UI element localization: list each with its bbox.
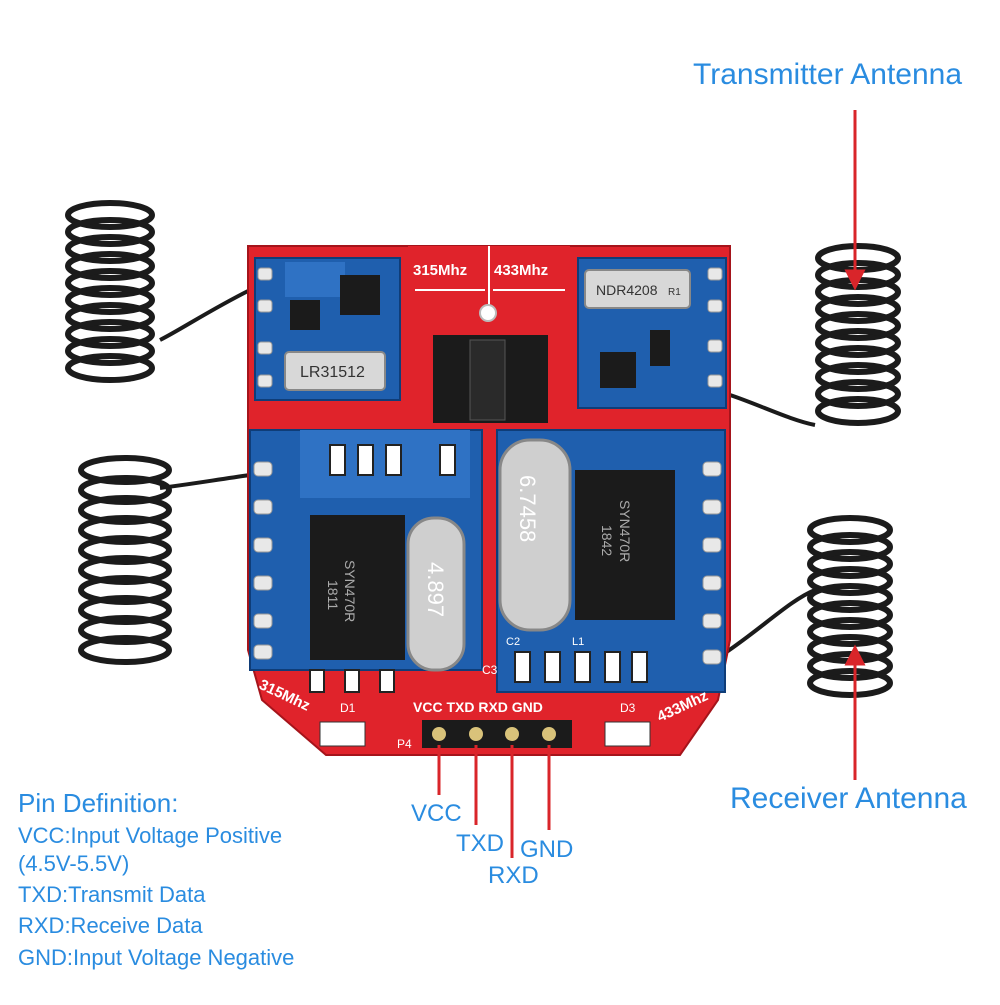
header-pin-marking: VCC TXD RXD GND xyxy=(413,699,543,715)
antenna-coil-mid-left xyxy=(78,455,251,665)
pin-definition-line: GND:Input Voltage Negative xyxy=(18,945,295,970)
transmitter-module-left: LR31512 xyxy=(254,257,401,401)
decoder-module-right: 6.7458 SYN470R 1842 C2 L1 xyxy=(496,429,726,693)
pin-leader-lines xyxy=(437,745,551,858)
pin-definition-heading: Pin Definition: xyxy=(18,788,179,818)
antenna-coil-top-left xyxy=(65,200,251,383)
receiver-module-right: NDR4208 R1 xyxy=(577,257,727,409)
pin-definition-line: TXD:Transmit Data xyxy=(18,882,206,907)
pin-definition-line: VCC:Input Voltage Positive xyxy=(18,823,283,848)
decoder-module-left: SYN470R 1811 4.897 xyxy=(249,429,483,693)
antenna-coil-top-right xyxy=(729,243,901,427)
l1-marking: L1 xyxy=(572,636,584,648)
c2-marking: C2 xyxy=(506,636,520,648)
c3-marking: C3 xyxy=(482,663,498,677)
antenna-coil-bottom-right xyxy=(720,515,893,698)
led-d3 xyxy=(604,721,651,747)
d1-marking: D1 xyxy=(340,701,356,715)
d3-marking: D3 xyxy=(620,701,636,715)
p4-marking: P4 xyxy=(397,737,412,751)
receiver-antenna-label: Receiver Antenna xyxy=(730,782,967,815)
right-resonator-suffix: R1 xyxy=(668,287,681,298)
pin-label-rxd: RXD xyxy=(488,862,539,889)
freq-label-left: 315Mhz xyxy=(413,262,467,279)
pin-header xyxy=(422,720,572,748)
right-chip-code: 1842 xyxy=(599,525,615,556)
left-resonator-label: LR31512 xyxy=(300,364,365,381)
left-chip-code: 1811 xyxy=(325,580,341,610)
right-resonator-label: NDR4208 xyxy=(596,282,658,298)
freq-label-right: 433Mhz xyxy=(494,262,548,279)
transmitter-antenna-label: Transmitter Antenna xyxy=(693,58,963,91)
right-chip-label: SYN470R xyxy=(617,500,633,562)
left-crystal-label: 4.897 xyxy=(423,562,448,617)
led-d1 xyxy=(319,721,366,747)
left-chip-label: SYN470R xyxy=(342,560,358,622)
pin-label-vcc: VCC xyxy=(411,800,462,827)
pin-label-gnd: GND xyxy=(520,836,574,863)
right-crystal-label: 6.7458 xyxy=(515,475,540,542)
pin-label-txd: TXD xyxy=(456,830,504,857)
pin-definition-line: RXD:Receive Data xyxy=(18,913,203,938)
pin-definition-line: (4.5V-5.5V) xyxy=(18,851,130,876)
